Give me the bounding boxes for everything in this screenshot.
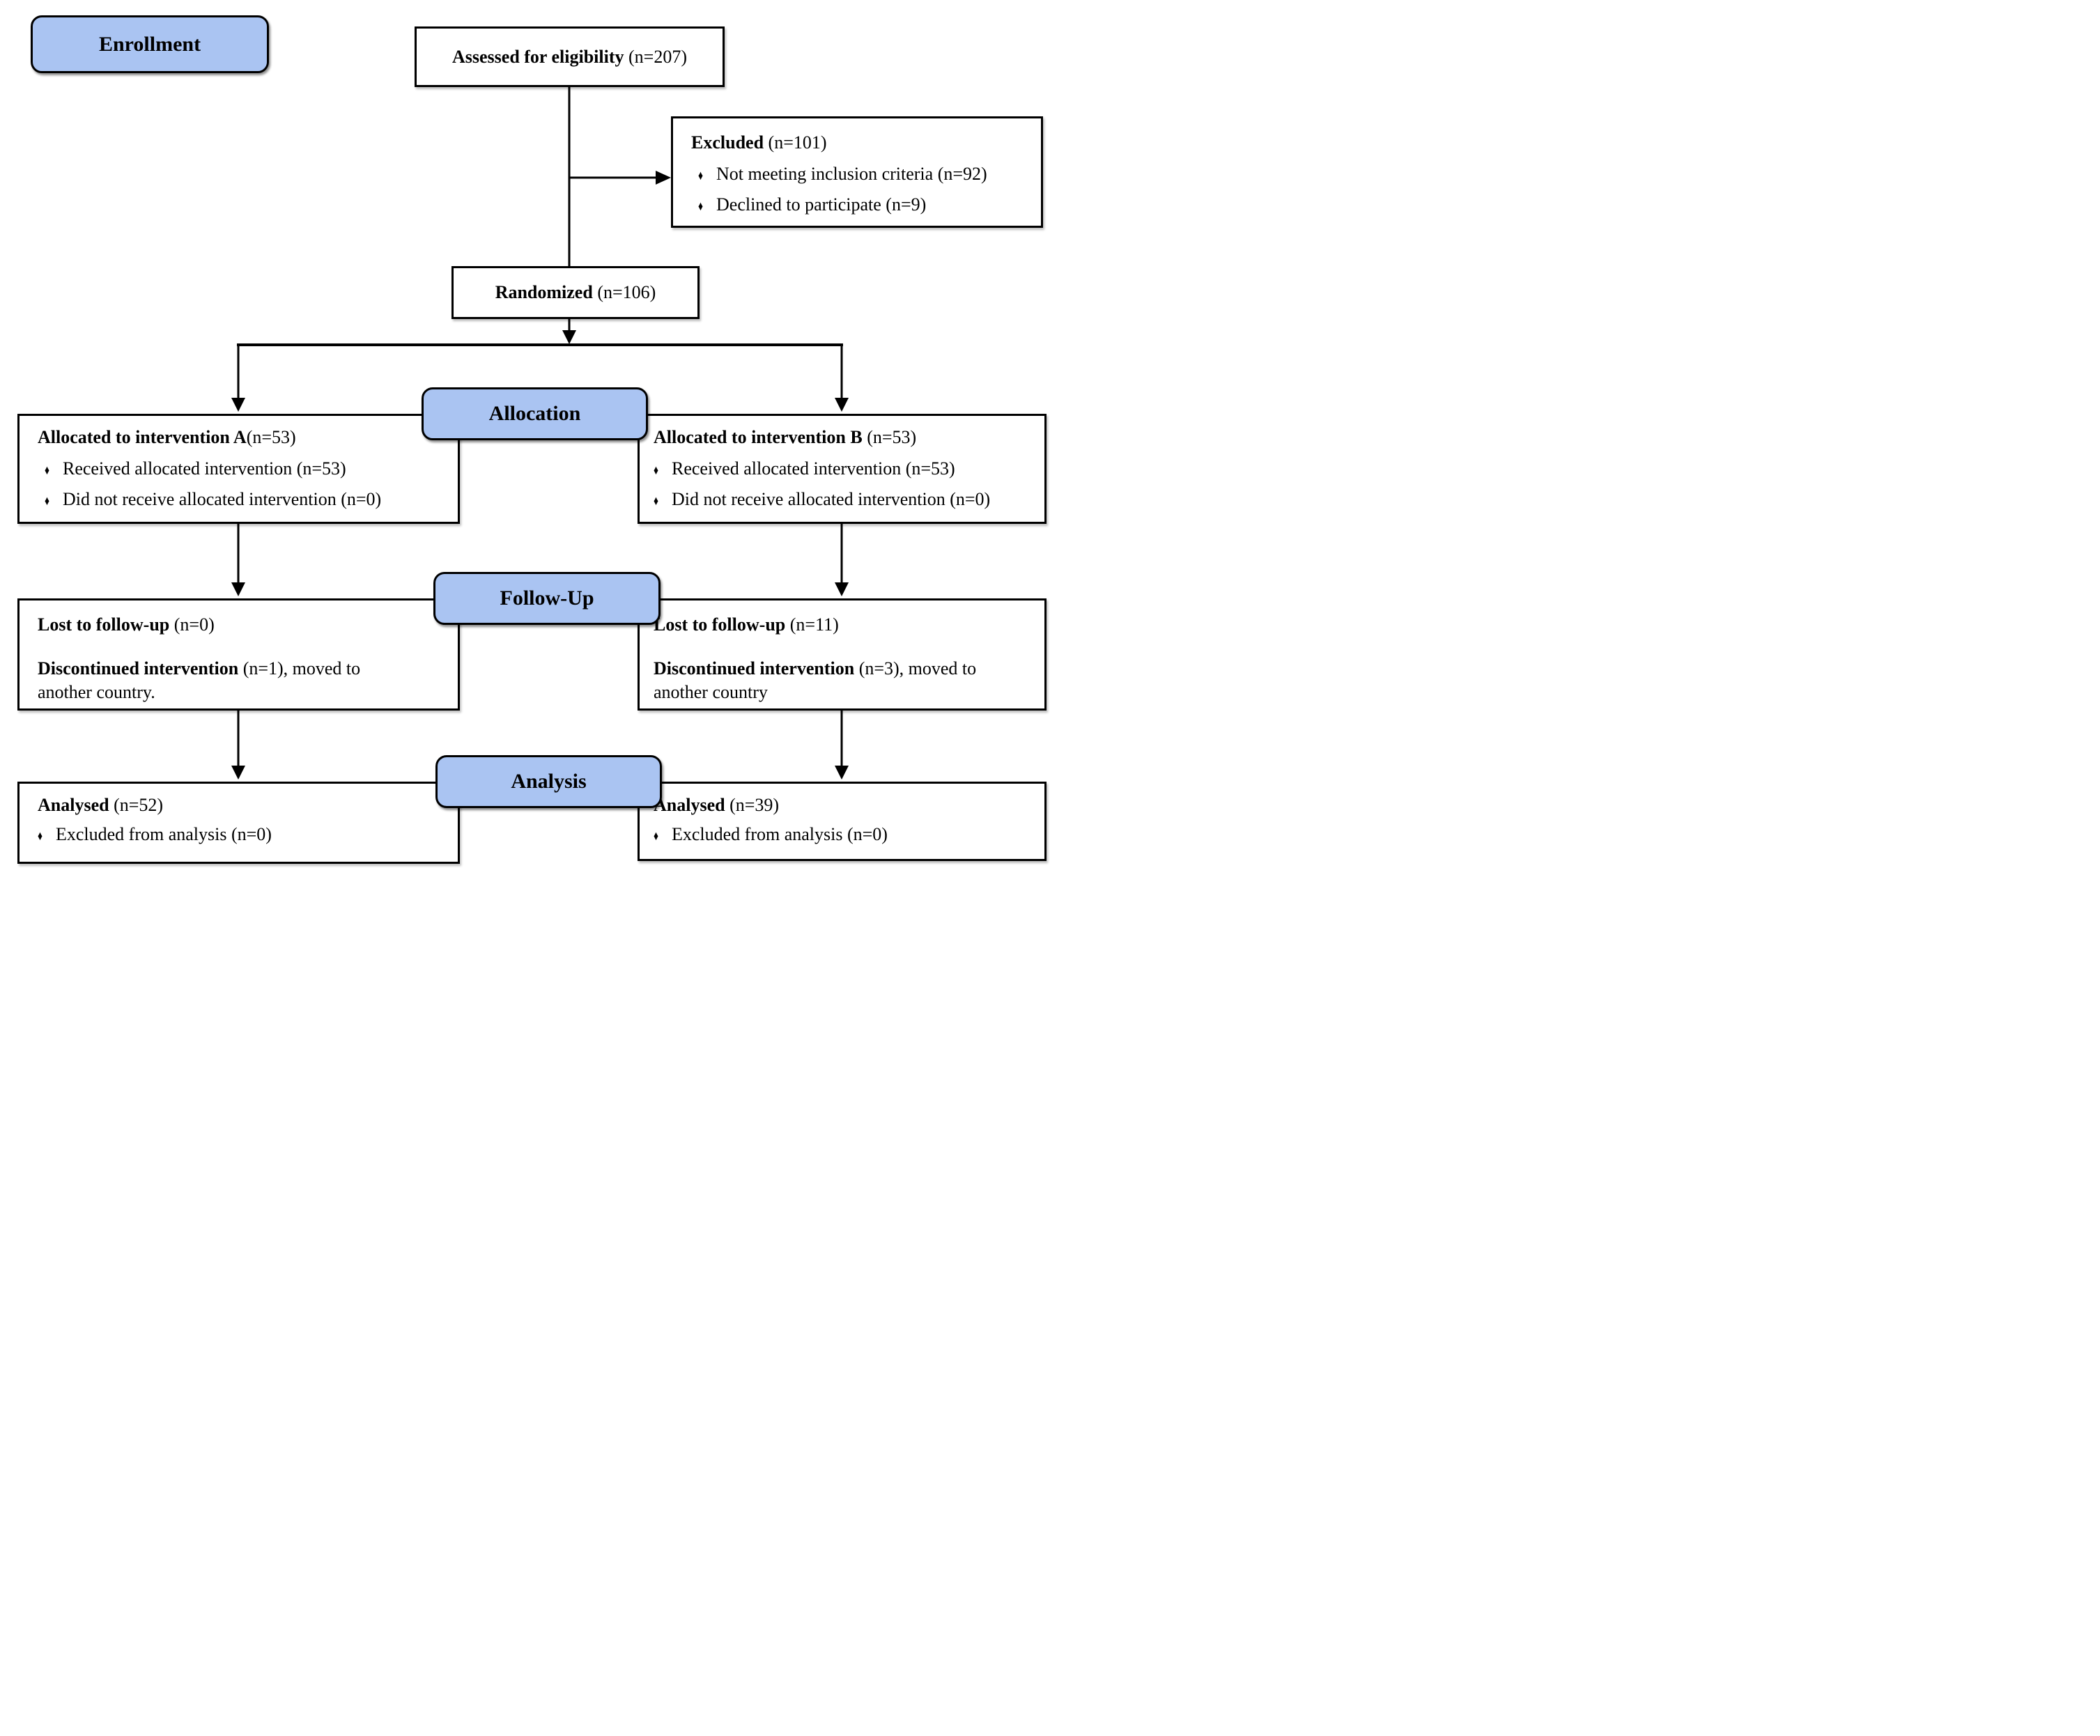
stage-badge-analysis: Analysis [435, 755, 662, 808]
box-assessed: Assessed for eligibility (n=207) [415, 26, 725, 87]
box-allocation-b-title-bold: Allocated to intervention B [654, 427, 863, 447]
arrowhead-excluded [656, 171, 671, 185]
arrowhead-analysis-b [835, 766, 849, 780]
box-allocation-b-title: Allocated to intervention B (n=53) [654, 426, 1037, 449]
diamond-bullet-icon: ♦ [698, 169, 703, 184]
box-followup-a-lost: Lost to follow-up (n=0) [38, 613, 414, 636]
arrowhead-branch [562, 330, 576, 344]
box-followup-b: Lost to follow-up (n=11) Discontinued in… [638, 598, 1047, 711]
diamond-bullet-icon: ♦ [654, 493, 658, 509]
box-analysis-a-title: Analysed (n=52) [38, 793, 440, 816]
box-allocation-b-title-rest: (n=53) [862, 427, 917, 447]
box-followup-a: Lost to follow-up (n=0) Discontinued int… [17, 598, 460, 711]
box-analysis-b-bullet-1: ♦ Excluded from analysis (n=0) [654, 823, 1037, 846]
stage-badge-enrollment-label: Enrollment [98, 32, 201, 56]
box-analysis-a: Analysed (n=52) ♦ Excluded from analysis… [17, 782, 460, 864]
stage-badge-allocation-label: Allocation [488, 402, 581, 425]
box-followup-b-discontinued: Discontinued intervention (n=3), moved t… [654, 657, 1030, 704]
box-allocation-b-bullet-2: ♦ Did not receive allocated intervention… [654, 488, 1037, 511]
stage-badge-analysis-label: Analysis [511, 770, 587, 793]
box-followup-a-discontinued-bold: Discontinued intervention [38, 658, 239, 679]
box-allocation-b-bullet-2-text: Did not receive allocated intervention (… [672, 488, 991, 509]
box-excluded-bullet-2: ♦ Declined to participate (n=9) [691, 193, 1023, 216]
box-randomized-title-rest: (n=106) [592, 282, 656, 303]
box-randomized: Randomized (n=106) [451, 266, 700, 319]
box-followup-a-lost-bold: Lost to follow-up [38, 614, 170, 635]
box-analysis-a-title-rest: (n=52) [109, 795, 164, 815]
arrowhead-alloc-b [835, 398, 849, 412]
box-excluded-bullet-1-text: Not meeting inclusion criteria (n=92) [716, 164, 987, 185]
box-allocation-b-bullet-1: ♦ Received allocated intervention (n=53) [654, 457, 1037, 480]
box-excluded-title-bold: Excluded [691, 132, 764, 153]
diamond-bullet-icon: ♦ [654, 463, 658, 479]
box-analysis-b-title-rest: (n=39) [725, 795, 780, 815]
box-allocation-a: Allocated to intervention A(n=53) ♦ Rece… [17, 414, 460, 524]
arrowhead-follow-a [231, 582, 245, 596]
arrowhead-follow-b [835, 582, 849, 596]
box-assessed-title-rest: (n=207) [624, 46, 687, 67]
box-randomized-title: Randomized (n=106) [495, 281, 656, 304]
box-excluded-bullet-1: ♦ Not meeting inclusion criteria (n=92) [691, 162, 1023, 185]
box-allocation-b-bullet-1-text: Received allocated intervention (n=53) [672, 458, 955, 479]
box-excluded: Excluded (n=101) ♦ Not meeting inclusion… [671, 116, 1043, 228]
box-followup-a-lost-rest: (n=0) [169, 614, 215, 635]
diamond-bullet-icon: ♦ [45, 463, 49, 479]
stage-badge-followup-label: Follow-Up [500, 587, 594, 610]
box-followup-b-lost-bold: Lost to follow-up [654, 614, 786, 635]
box-followup-b-lost: Lost to follow-up (n=11) [654, 613, 1030, 636]
box-analysis-a-bullet-1-text: Excluded from analysis (n=0) [56, 824, 272, 845]
consort-flow-diagram: Enrollment Allocation Follow-Up Analysis… [0, 0, 1050, 868]
box-allocation-a-bullet-2-text: Did not receive allocated intervention (… [63, 488, 382, 509]
box-analysis-b-bullet-1-text: Excluded from analysis (n=0) [672, 824, 888, 845]
box-allocation-a-bullet-1-text: Received allocated intervention (n=53) [63, 458, 346, 479]
box-analysis-a-title-bold: Analysed [38, 795, 109, 815]
box-excluded-bullet-2-text: Declined to participate (n=9) [716, 194, 927, 215]
box-randomized-title-bold: Randomized [495, 282, 593, 303]
box-allocation-a-title: Allocated to intervention A(n=53) [38, 426, 440, 449]
box-allocation-a-bullet-1: ♦ Received allocated intervention (n=53) [38, 457, 440, 480]
stage-badge-enrollment: Enrollment [31, 15, 269, 73]
stage-badge-allocation: Allocation [422, 387, 648, 440]
box-analysis-a-bullet-1: ♦ Excluded from analysis (n=0) [38, 823, 440, 846]
diamond-bullet-icon: ♦ [654, 829, 658, 844]
box-followup-b-discontinued-bold: Discontinued intervention [654, 658, 855, 679]
box-allocation-a-title-bold: Allocated to intervention A [38, 427, 247, 447]
box-followup-b-discontinued-rest: (n=3), moved to another country [654, 658, 981, 702]
box-assessed-title-bold: Assessed for eligibility [451, 46, 624, 67]
box-allocation-a-title-rest: (n=53) [246, 427, 296, 447]
diamond-bullet-icon: ♦ [698, 199, 703, 214]
box-excluded-title: Excluded (n=101) [691, 131, 1023, 154]
box-analysis-b: Analysed (n=39) ♦ Excluded from analysis… [638, 782, 1047, 861]
box-analysis-b-title-bold: Analysed [654, 795, 725, 815]
arrowhead-alloc-a [231, 398, 245, 412]
connector-lines [231, 86, 849, 780]
box-assessed-title: Assessed for eligibility (n=207) [452, 45, 687, 68]
box-allocation-b: Allocated to intervention B (n=53) ♦ Rec… [638, 414, 1047, 524]
diamond-bullet-icon: ♦ [38, 829, 43, 844]
box-followup-a-discontinued: Discontinued intervention (n=1), moved t… [38, 657, 414, 704]
box-allocation-a-bullet-2: ♦ Did not receive allocated intervention… [38, 488, 440, 511]
box-followup-b-lost-rest: (n=11) [785, 614, 839, 635]
stage-badge-followup: Follow-Up [433, 572, 661, 625]
arrowhead-analysis-a [231, 766, 245, 780]
box-analysis-b-title: Analysed (n=39) [654, 793, 1037, 816]
diamond-bullet-icon: ♦ [45, 493, 49, 509]
box-excluded-title-rest: (n=101) [764, 132, 827, 153]
box-followup-a-discontinued-rest: (n=1), moved to another country. [38, 658, 365, 702]
